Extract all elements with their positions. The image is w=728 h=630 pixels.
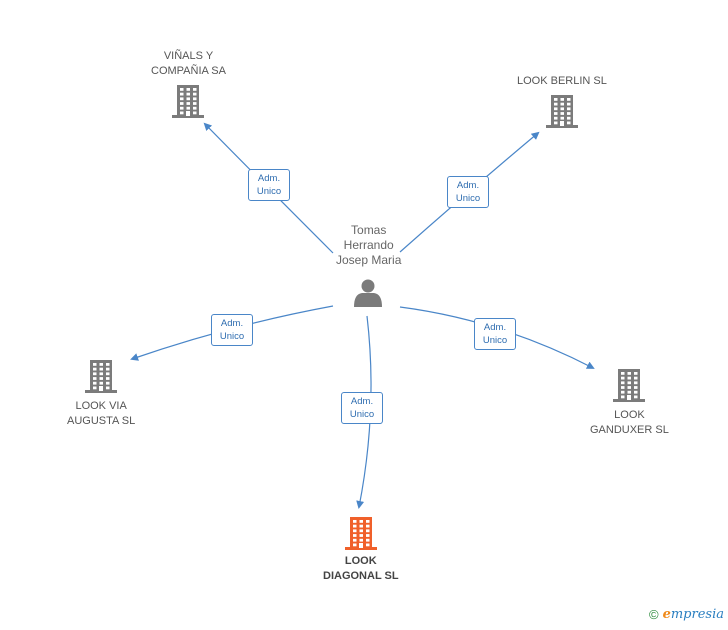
copyright-icon: © (648, 607, 659, 622)
edge-role-text: Adm. (350, 396, 374, 407)
company-label-vinals-line: VIÑALS Y (163, 50, 214, 62)
edge-role-label-diagonal[interactable]: Adm. Unico (341, 392, 383, 424)
building-icon[interactable] (85, 360, 117, 393)
company-label-via-augusta-line: LOOK VIA (75, 400, 127, 412)
edge-role-label-vinals[interactable]: Adm. Unico (248, 169, 290, 201)
edge-role-text: Adm. (456, 180, 480, 191)
edge-role-text: Adm. (257, 173, 281, 184)
building-icon[interactable] (345, 517, 377, 550)
building-icon[interactable] (546, 95, 578, 128)
person-label-line: Tomas (351, 223, 387, 237)
person-label-line: Herrando (343, 238, 394, 252)
edge-role-text: Unico (256, 186, 282, 197)
company-label-vinals-line: COMPAÑIA SA (151, 65, 226, 77)
company-label-via-augusta-line: AUGUSTA SL (67, 415, 136, 427)
person-label-line: Josep Maria (336, 253, 402, 267)
person-icon[interactable] (354, 279, 382, 308)
edge-role-text: Adm. (220, 318, 244, 329)
company-label-vinals[interactable]: VIÑALS Y COMPAÑIA SA (151, 49, 226, 79)
building-icon[interactable] (613, 369, 645, 402)
company-label-berlin[interactable]: LOOK BERLIN SL (517, 74, 607, 89)
brand-logo[interactable]: empresia (662, 607, 724, 622)
edge-role-text: Unico (482, 335, 508, 346)
edge-role-text: Unico (219, 331, 245, 342)
company-label-berlin-line: LOOK BERLIN SL (517, 75, 607, 87)
company-label-via-augusta[interactable]: LOOK VIA AUGUSTA SL (67, 399, 135, 429)
company-label-ganduxer-line: GANDUXER SL (590, 424, 669, 436)
company-label-ganduxer-line: LOOK (614, 409, 645, 421)
company-label-diagonal-line: DIAGONAL SL (323, 570, 399, 582)
building-icon[interactable] (172, 85, 204, 118)
company-label-diagonal[interactable]: LOOK DIAGONAL SL (323, 554, 399, 584)
edge-role-label-ganduxer[interactable]: Adm. Unico (474, 318, 516, 350)
edge-role-label-berlin[interactable]: Adm. Unico (447, 176, 489, 208)
edge-role-label-via-augusta[interactable]: Adm. Unico (211, 314, 253, 346)
company-label-ganduxer[interactable]: LOOK GANDUXER SL (590, 408, 669, 438)
edge-role-text: Unico (455, 193, 481, 204)
edge-role-text: Unico (349, 409, 375, 420)
company-label-diagonal-line: LOOK (344, 555, 377, 567)
footer-brand: © empresia (649, 607, 724, 622)
edge-role-text: Adm. (483, 322, 507, 333)
